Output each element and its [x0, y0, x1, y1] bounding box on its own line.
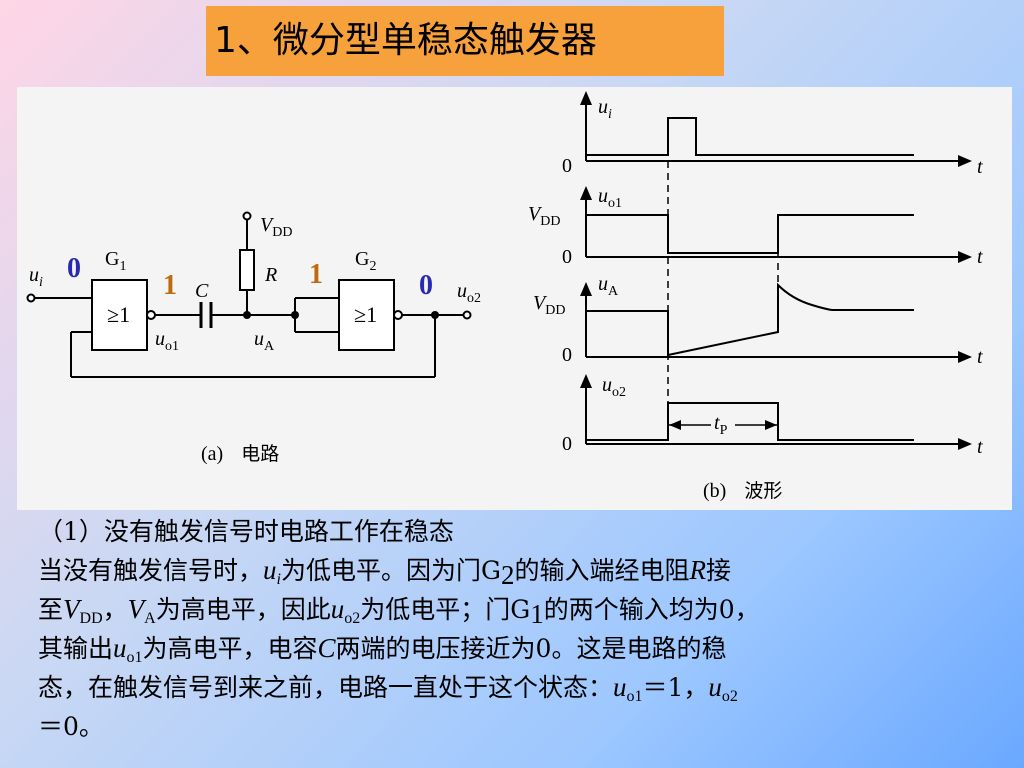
slide-title: 1、微分型单稳态触发器: [206, 6, 724, 76]
input-terminal: [26, 293, 36, 303]
ui-axis-label: ui: [598, 96, 612, 122]
ua-t-label: t: [977, 346, 983, 368]
ui-t-label: t: [977, 156, 983, 178]
ui-y-arrow: [580, 91, 592, 105]
uo2-label: uo2: [457, 280, 481, 306]
ua-waveform: [586, 282, 914, 357]
body-line-6: ＝0。: [38, 712, 104, 741]
circuit-ui-label: ui: [29, 264, 43, 290]
tp-label: tP: [714, 412, 728, 438]
ua-t-arrow: [958, 351, 972, 363]
tp-arrow-left: [669, 420, 681, 430]
resistor-label: R: [264, 264, 277, 286]
junction-ua: [243, 311, 251, 319]
ua-vdd-label: VDD: [533, 292, 565, 318]
gate-g1-symbol: ≥1: [107, 302, 130, 327]
figure-svg: ui G1 ≥1 G2 ≥1 VDD R C uo1 uA uo2 0 1 1 …: [26, 91, 983, 502]
gate-g2-body: [338, 279, 395, 351]
uo1-axis-label: uo1: [598, 185, 622, 211]
gate-g1-bubble: [146, 310, 156, 320]
ua-axis-label: uA: [598, 273, 619, 299]
state-uo2-zero: 0: [419, 270, 433, 301]
uo2-t-arrow: [958, 438, 972, 450]
uo1-vdd-label: VDD: [528, 203, 560, 229]
body-text: （1）没有触发信号时电路工作在稳态 当没有触发信号时，ui为低电平。因为门G2的…: [38, 512, 1004, 746]
figure-panel: ui G1 ≥1 G2 ≥1 VDD R C uo1 uA uo2 0 1 1 …: [17, 87, 1012, 510]
uo2-y-arrow: [580, 374, 592, 388]
resistor-r: [239, 249, 255, 291]
ui-t-arrow: [958, 155, 972, 167]
body-line-4: 其输出uo1为高电平，电容C两端的电压接近为0。这是电路的稳: [38, 633, 727, 666]
body-line-2: 当没有触发信号时，ui为低电平。因为门G2的输入端经电阻R接: [38, 555, 731, 590]
uo2-axis-label: uo2: [602, 374, 626, 400]
gate-g2-symbol: ≥1: [354, 302, 377, 327]
gate-g1-label: G1: [105, 248, 126, 274]
uo1-t-arrow: [958, 251, 972, 263]
caption-a: (a)电路: [201, 443, 279, 465]
vdd-label: VDD: [260, 214, 292, 240]
capacitor-label: C: [195, 280, 209, 302]
uo1-zero-label: 0: [562, 246, 572, 268]
uo1-waveform: [586, 214, 914, 254]
caption-b: (b)波形: [703, 480, 782, 502]
uo2-zero-label: 0: [562, 433, 572, 455]
uo2-t-label: t: [977, 436, 983, 458]
body-line-3: 至VDD，VA为高电平，因此uo2为低电平；门G1的两个输入均为0，: [38, 594, 760, 629]
uo2-waveform: [586, 402, 914, 441]
ua-y-arrow: [580, 282, 592, 296]
junction-g2-input: [291, 311, 299, 319]
state-uo1-one: 1: [163, 270, 177, 301]
vdd-terminal: [242, 211, 252, 221]
body-line-5: 态，在触发信号到来之前，电路一直处于这个状态：uo1＝1，uo2: [38, 672, 738, 705]
ui-waveform: [586, 117, 914, 156]
tp-arrow-right: [765, 420, 777, 430]
body-line-1: （1）没有触发信号时电路工作在稳态: [38, 517, 454, 546]
junction-output: [431, 311, 439, 319]
uo1-label: uo1: [155, 328, 179, 354]
uo1-t-label: t: [977, 246, 983, 268]
gate-g2-label: G2: [355, 248, 376, 274]
output-terminal: [462, 310, 472, 320]
ua-label: uA: [254, 328, 275, 354]
state-ua-one: 1: [309, 259, 323, 290]
gate-g2-bubble: [393, 310, 403, 320]
ui-zero-label: 0: [562, 155, 572, 177]
uo1-y-arrow: [580, 186, 592, 200]
state-input-zero: 0: [67, 253, 81, 284]
ua-zero-label: 0: [562, 344, 572, 366]
